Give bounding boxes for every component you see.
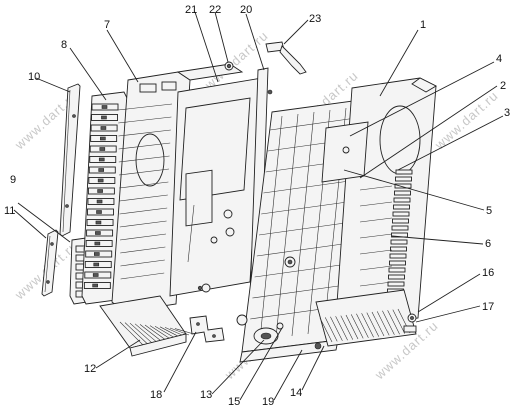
- callout-8: 8: [61, 39, 67, 51]
- part-control-board-21: [169, 77, 263, 297]
- callout-20: 20: [240, 4, 252, 16]
- watermark: www.dart.ru: [431, 88, 501, 153]
- leader-lines: [13, 11, 504, 401]
- callout-23: 23: [309, 13, 321, 25]
- part-connector-23: [265, 41, 307, 75]
- callout-6: 6: [485, 238, 491, 250]
- callout-labels: 1 2 3 4 5 6 7 8 9 10 11 12 13 14 15 16 1…: [4, 4, 510, 408]
- callout-17: 17: [482, 301, 494, 313]
- callout-19: 19: [262, 396, 274, 408]
- callout-21: 21: [185, 4, 197, 16]
- callout-4: 4: [496, 53, 502, 65]
- callout-13: 13: [200, 389, 212, 401]
- part-bar-11: [41, 229, 59, 297]
- part-screw-22: [224, 61, 234, 71]
- callout-7: 7: [104, 19, 110, 31]
- callout-22: 22: [209, 4, 221, 16]
- part-module-4: [321, 121, 369, 183]
- part-housing-1: [335, 77, 437, 329]
- callout-14: 14: [290, 387, 302, 399]
- callout-18: 18: [150, 389, 162, 401]
- callout-11: 11: [4, 205, 15, 217]
- part-heatsink-12: [99, 295, 194, 357]
- part-bracket-18: [189, 315, 225, 343]
- callout-5: 5: [486, 205, 492, 217]
- callout-15: 15: [228, 396, 240, 408]
- part-heatsink-16: [315, 289, 417, 347]
- callout-9: 9: [10, 174, 16, 186]
- callout-10: 10: [28, 71, 40, 83]
- callout-3: 3: [504, 107, 510, 119]
- part-fan-13: [253, 322, 284, 345]
- callout-16: 16: [482, 267, 494, 279]
- part-housing-7: [111, 63, 244, 313]
- callout-12: 12: [84, 363, 96, 375]
- callout-2: 2: [500, 80, 506, 92]
- callout-1: 1: [420, 19, 426, 31]
